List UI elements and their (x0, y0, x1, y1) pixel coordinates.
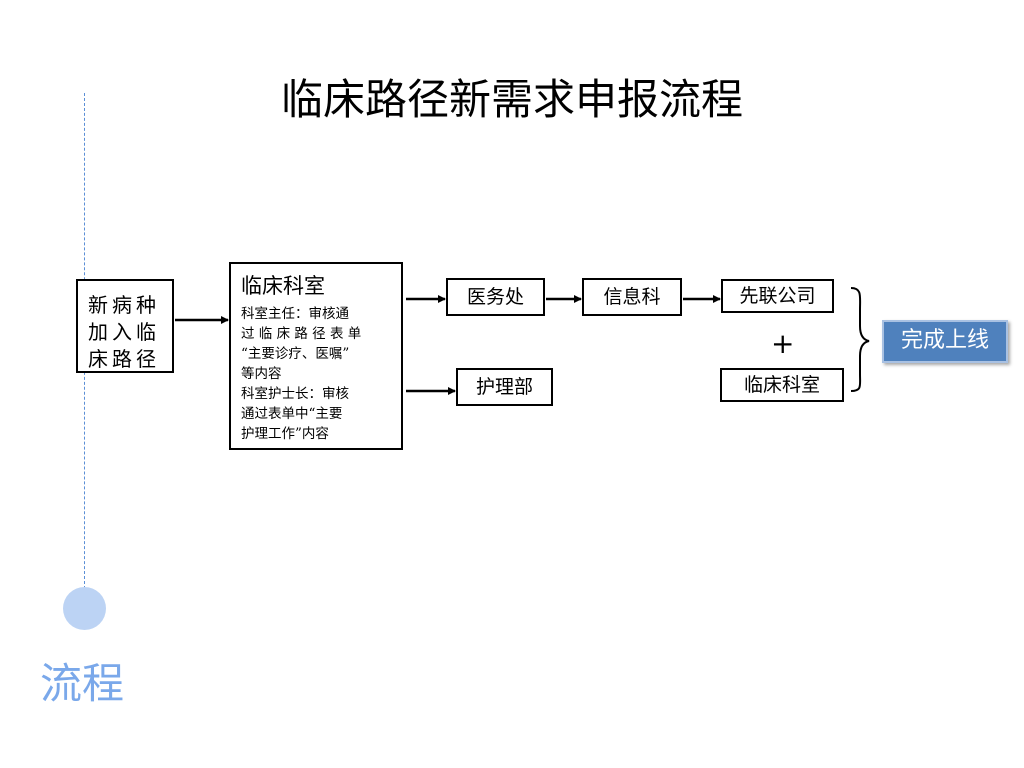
dept-line-5: 科室护士长：审核 (241, 386, 349, 402)
clinical-dept-review-box: 临床科室 科室主任：审核通 过 临 床 路 径 表 单 “主要诊疗、医嘱” 等内… (229, 262, 403, 450)
section-label: 流程 (40, 659, 125, 708)
new-disease-box: 新病种 加入临 床路径 (76, 279, 174, 373)
start-line-3: 床路径 (88, 347, 160, 371)
right-brace (850, 287, 870, 392)
page-title: 临床路径新需求申报流程 (280, 75, 743, 124)
start-line-1: 新病种 (88, 293, 160, 317)
dept-line-7: 护理工作”内容 (241, 426, 329, 442)
dept-line-3: “主要诊疗、医嘱” (241, 346, 350, 362)
it-dept-box: 信息科 (582, 278, 682, 316)
dept-line-4: 等内容 (241, 366, 282, 382)
dept-line-1: 科室主任：审核通 (241, 306, 349, 322)
go-live-box: 完成上线 (882, 320, 1008, 363)
timeline-dot (63, 587, 106, 630)
dept-heading: 临床科室 (241, 274, 325, 298)
dept-line-2: 过 临 床 路 径 表 单 (241, 326, 362, 342)
plus-sign: + (771, 327, 795, 360)
start-line-2: 加入临 (88, 320, 160, 344)
dept-line-6: 通过表单中“主要 (241, 406, 343, 422)
nursing-dept-box: 护理部 (456, 368, 553, 406)
clinical-dept-box: 临床科室 (720, 368, 844, 402)
xianlian-company-box: 先联公司 (721, 279, 834, 313)
medical-office-box: 医务处 (446, 278, 545, 316)
